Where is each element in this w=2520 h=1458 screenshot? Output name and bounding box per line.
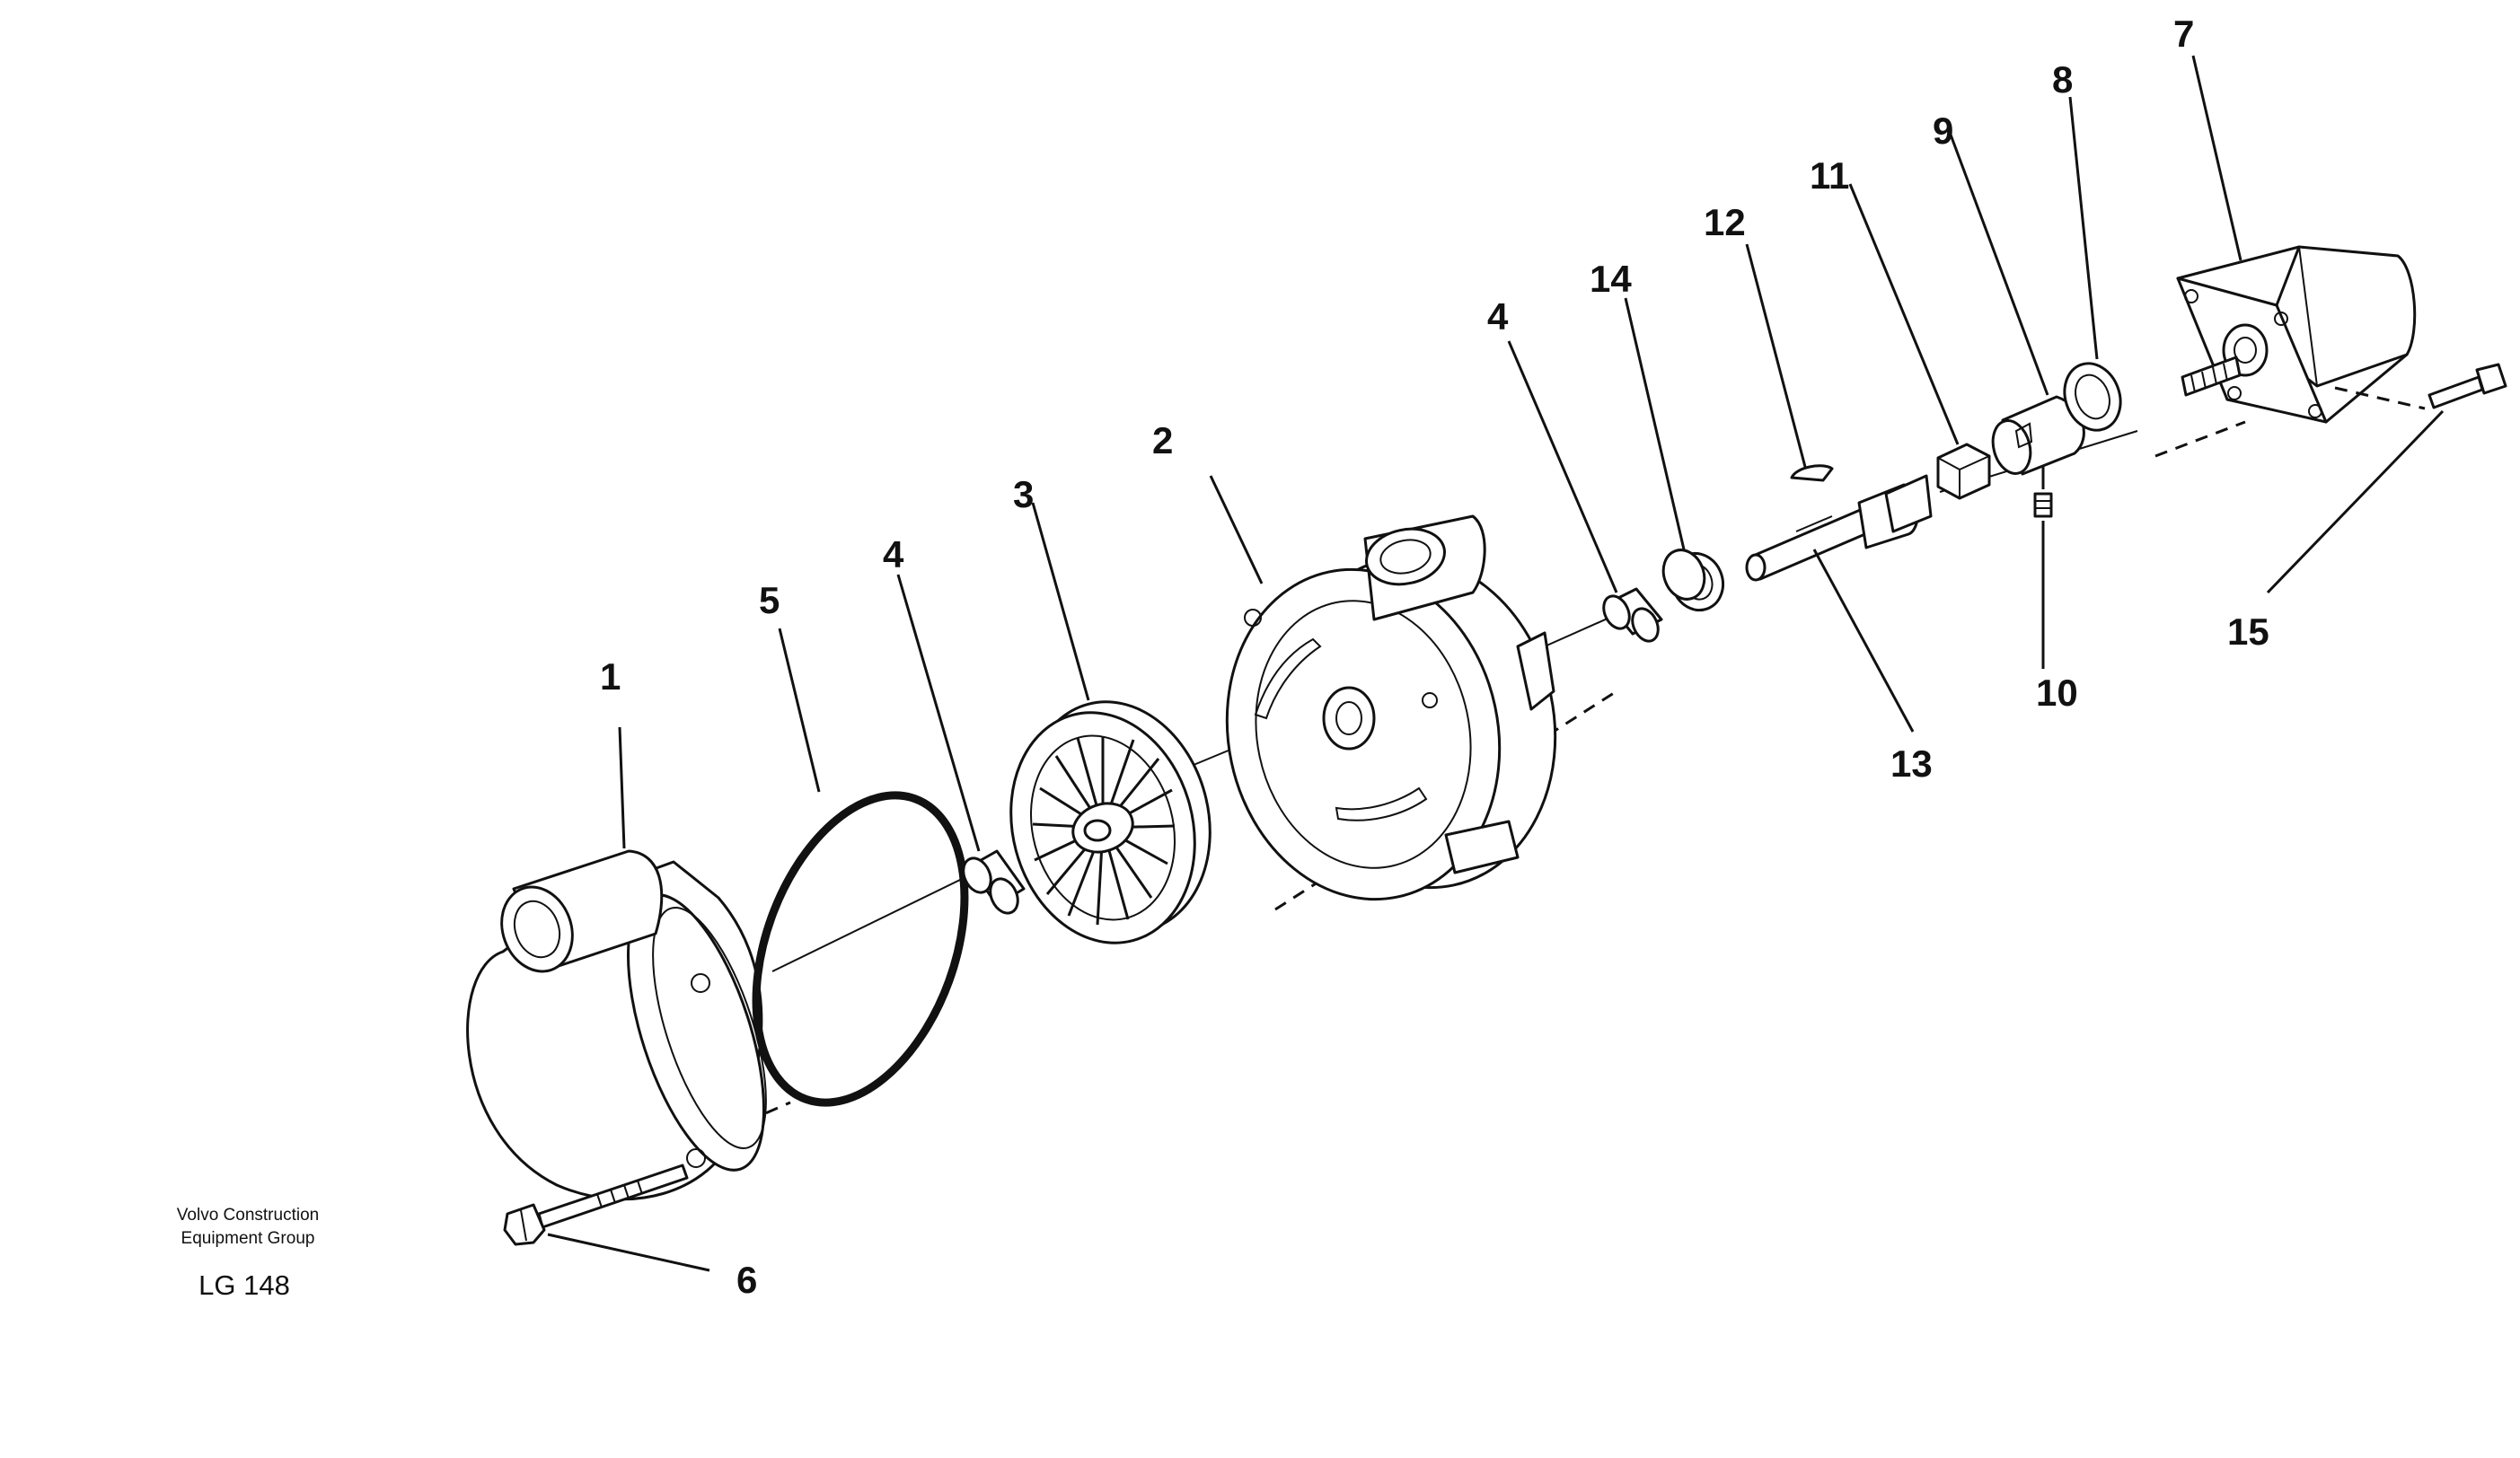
callout-13: 13	[1890, 742, 1933, 785]
bushing-left	[896, 574, 1026, 915]
figure-code: LG 148	[198, 1269, 290, 1301]
callout-labels: 1 2 3 4 4 5 6 7 8 9 10 11 12 13 14 15	[600, 13, 2269, 1301]
callout-14: 14	[1590, 258, 1632, 300]
o-ring	[752, 628, 969, 1107]
callout-2: 2	[1152, 419, 1173, 461]
company-name-line1: Volvo Construction	[177, 1206, 319, 1225]
pump-housing	[1209, 475, 1557, 901]
callout-9: 9	[1933, 110, 1953, 152]
callout-7: 7	[2173, 13, 2194, 55]
callout-4-right: 4	[1487, 295, 1509, 338]
motor-bolt	[2266, 363, 2507, 594]
callout-1: 1	[600, 655, 621, 698]
pump-cover	[466, 726, 767, 1201]
coupling-block	[1848, 183, 1991, 500]
bearing	[1624, 297, 1724, 612]
coupling-sleeve	[1949, 134, 2085, 476]
shaft	[1745, 474, 1933, 733]
assembly-axis	[686, 386, 2426, 1149]
figure-credit: Volvo Construction Equipment Group LG 14…	[177, 1206, 319, 1301]
cover-bolt	[503, 1164, 710, 1272]
callout-5: 5	[759, 579, 780, 621]
callout-10: 10	[2036, 672, 2078, 714]
callout-3: 3	[1013, 473, 1034, 515]
shaft-key	[1745, 243, 1834, 482]
seal-ring	[2063, 96, 2122, 432]
callout-15: 15	[2227, 610, 2269, 653]
motor	[2176, 55, 2417, 424]
company-name-line2: Equipment Group	[181, 1229, 315, 1248]
callout-8: 8	[2052, 58, 2073, 101]
set-screw	[2033, 467, 2053, 669]
callout-4-left: 4	[883, 533, 904, 575]
impeller	[1009, 502, 1212, 944]
callout-6: 6	[736, 1259, 757, 1301]
callout-12: 12	[1704, 201, 1746, 243]
bushing-right	[1507, 340, 1663, 643]
callout-11: 11	[1810, 154, 1849, 197]
